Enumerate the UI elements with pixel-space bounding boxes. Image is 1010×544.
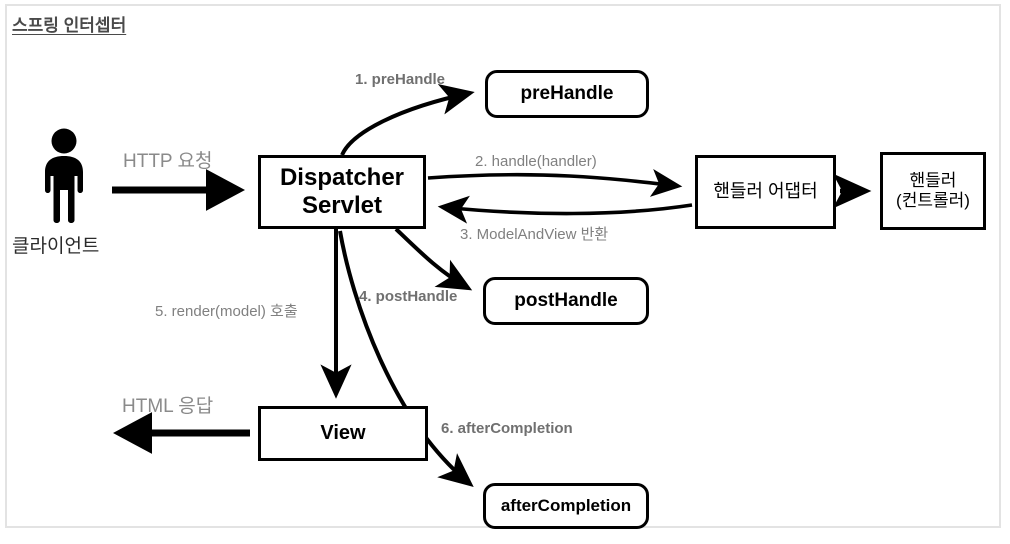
edge-label-handle-call: 2. handle(handler) (475, 153, 597, 170)
edge-label-html-response: HTML 응답 (122, 396, 214, 417)
edge-label-aftercompletion-call: 6. afterCompletion (441, 420, 573, 437)
edge-label-prehandle-call: 1. preHandle (355, 71, 446, 88)
node-dispatcher-servlet-label: Dispatcher Servlet (279, 163, 405, 219)
edge-label-render-call: 5. render(model) 호출 (155, 303, 298, 320)
node-view-label: View (320, 421, 366, 444)
node-posthandle-label: postHandle (514, 289, 618, 311)
node-prehandle[interactable]: preHandle (485, 70, 649, 118)
node-handler-adapter-label: 핸들러 어댑터 (713, 181, 818, 202)
node-posthandle[interactable]: postHandle (483, 277, 649, 325)
node-view[interactable]: View (258, 406, 428, 461)
node-dispatcher-servlet[interactable]: Dispatcher Servlet (258, 155, 426, 229)
edge-label-posthandle-call: 4. postHandle (359, 288, 458, 305)
edge-label-modelandview-return: 3. ModelAndView 반환 (460, 226, 609, 243)
node-prehandle-label: preHandle (520, 82, 614, 104)
node-aftercompletion[interactable]: afterCompletion (483, 483, 649, 529)
node-aftercompletion-label: afterCompletion (500, 495, 632, 515)
node-handler-adapter[interactable]: 핸들러 어댑터 (695, 155, 836, 229)
node-handler-controller[interactable]: 핸들러 (컨트롤러) (880, 152, 986, 230)
edge-label-http-request: HTTP 요청 (123, 151, 213, 172)
page-title: 스프링 인터셉터 (12, 16, 127, 35)
person-icon (45, 128, 83, 223)
node-client-label: 클라이언트 (12, 236, 100, 257)
node-handler-controller-label: 핸들러 (컨트롤러) (896, 170, 970, 210)
